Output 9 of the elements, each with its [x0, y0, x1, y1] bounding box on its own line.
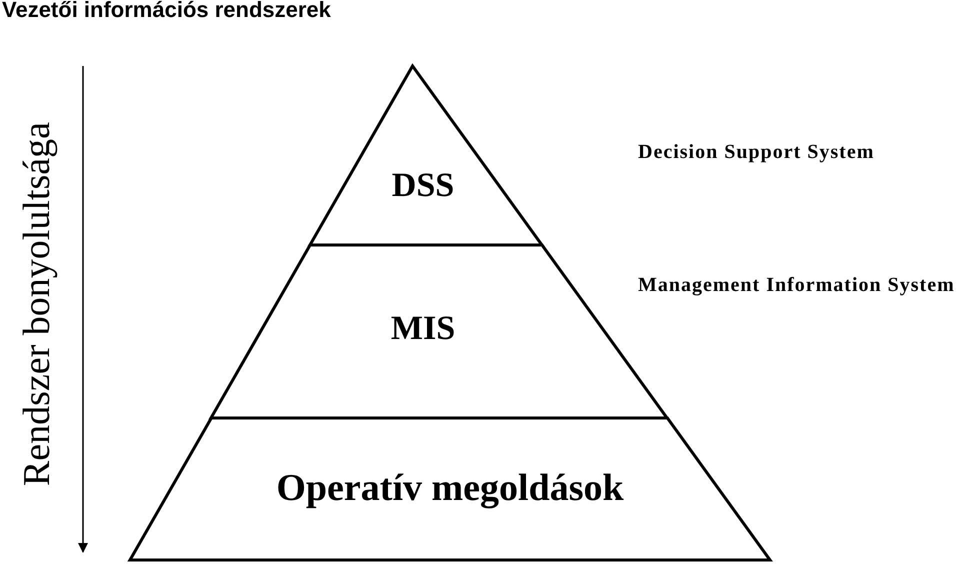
tier-label: DSS — [392, 169, 454, 203]
pyramid-base-band — [130, 418, 770, 560]
axis-label: Rendszer bonyolultsága — [18, 122, 56, 486]
tier-label: Operatív megoldások — [276, 469, 624, 507]
tier-description: Management Information System — [638, 275, 955, 295]
pyramid-top-triangle — [310, 66, 542, 245]
tier-label: MIS — [390, 312, 456, 346]
tier-description: Decision Support System — [638, 142, 874, 162]
diagram-title: Vezetői információs rendszerek — [2, 0, 331, 23]
